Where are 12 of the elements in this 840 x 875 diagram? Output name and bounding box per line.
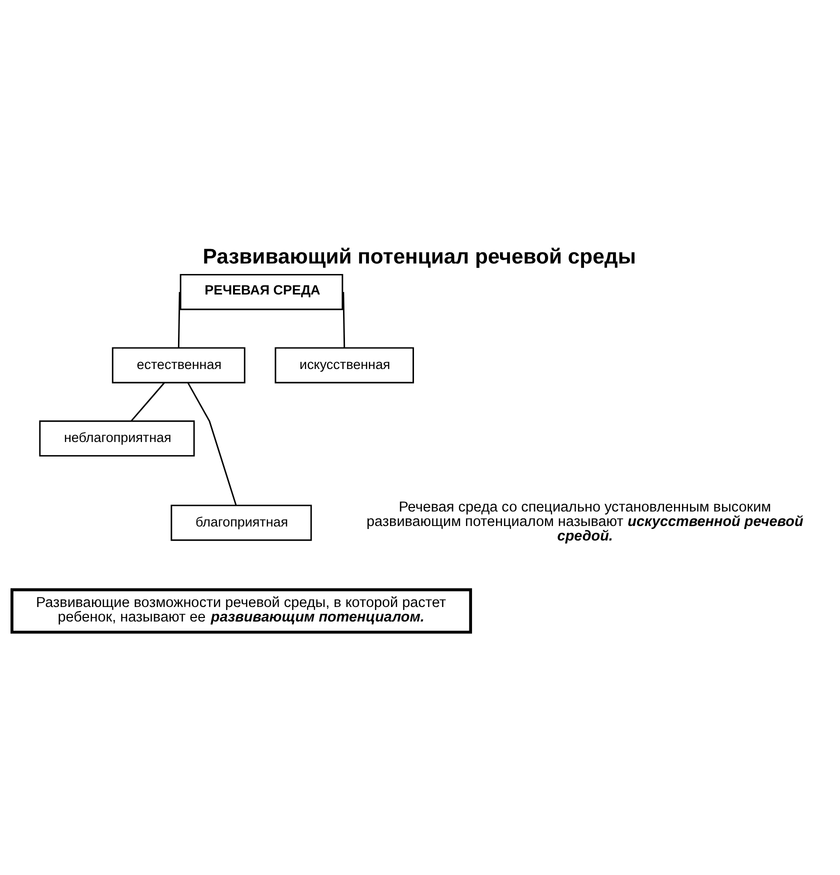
connector: [178, 292, 180, 348]
node-box: неблагоприятная: [39, 420, 195, 456]
node-box: РЕЧЕВАЯ СРЕДА: [180, 273, 344, 310]
connector: [187, 382, 237, 505]
node-box: естественная: [112, 346, 246, 383]
label: Речевая среда со специально установленным высоким развивающим потенциалом называют искусственной речевой средой.: [366, 499, 804, 544]
diagram-title: Развивающий потенциал речевой среды: [202, 245, 636, 268]
node-box: искусственная: [274, 346, 414, 383]
node-box: благоприятная: [170, 504, 312, 540]
connector: [130, 382, 165, 422]
node-box: Развивающие возможности речевой среды, в которой растет ребенок, называют ее развивающим потенциалом.: [10, 588, 472, 634]
connector: [342, 292, 346, 348]
